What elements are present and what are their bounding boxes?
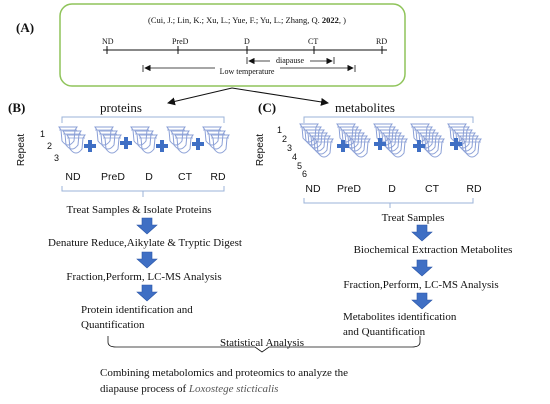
proteins-plus-3 <box>156 140 168 152</box>
metabolites-plus-2 <box>374 138 386 150</box>
metabolites-step-5: and Quantification <box>343 326 426 338</box>
panel-a-label: (A) <box>16 20 34 35</box>
proteins-arrow-2 <box>136 251 158 269</box>
statistical-analysis: Statistical Analysis <box>220 337 304 349</box>
metabolites-bottom-bracket <box>303 198 474 204</box>
metabolites-repeat-6: 6 <box>302 169 307 179</box>
metabolites-repeat-3: 3 <box>287 143 292 153</box>
combined-bracket <box>107 336 421 353</box>
citation: (Cui, J.; Lin, K.; Xu, L.; Yue, F.; Yu, … <box>148 15 346 25</box>
metabolites-step-3: Fraction,Perform, LC-MS Analysis <box>343 279 498 291</box>
proteins-tube-group-rd <box>202 126 230 154</box>
proteins-repeat-3: 3 <box>54 153 59 163</box>
metabolites-repeat-5: 5 <box>297 161 302 171</box>
proteins-step-1: Treat Samples & Isolate Proteins <box>66 204 211 216</box>
conclusion-line-1: Combining metabolomics and proteomics to… <box>100 367 348 379</box>
metabolites-plus-4 <box>450 138 462 150</box>
metabolites-sample-nd: ND <box>305 183 321 195</box>
timeline-label-nd: ND <box>102 37 114 46</box>
species-name: Loxostege sticticalis <box>188 383 279 395</box>
proteins-plus-1 <box>84 140 96 152</box>
proteins-step-2: Denature Reduce,Aikylate & Tryptic Diges… <box>48 237 242 249</box>
arrow-to-proteins <box>167 87 233 106</box>
proteins-sample-pred: PreD <box>101 171 125 183</box>
proteins-sample-ct: CT <box>178 171 193 183</box>
metabolites-step-4: Metabolites identification <box>343 311 457 323</box>
metabolites-plus-3 <box>413 140 425 152</box>
metabolites-tube-group-rd <box>447 123 482 158</box>
proteins-step-4: Protein identification and <box>81 304 193 316</box>
timeline-label-ct: CT <box>308 37 318 46</box>
metabolites-repeat-label: Repeat <box>255 134 266 166</box>
proteins-arrow-1 <box>136 217 158 235</box>
metabolites-bracket <box>303 116 474 123</box>
panel-a-box <box>59 3 406 87</box>
metabolites-sample-rd: RD <box>466 183 482 195</box>
timeline-label-rd: RD <box>376 37 387 46</box>
proteins-step-5: Quantification <box>81 319 145 331</box>
metabolites-step-2: Biochemical Extraction Metabolites <box>354 244 513 256</box>
proteins-arrow-3 <box>136 284 158 302</box>
metabolites-arrow-3 <box>411 292 433 310</box>
proteins-tube-group-ct <box>166 126 194 154</box>
proteins-repeat-2: 2 <box>47 141 52 151</box>
metabolites-repeat-2: 2 <box>282 134 287 144</box>
proteins-sample-rd: RD <box>210 171 226 183</box>
proteins-sample-nd: ND <box>65 171 81 183</box>
metabolites-sample-pred: PreD <box>337 183 361 195</box>
metabolites-tube-group-nd <box>299 123 334 158</box>
proteins-title: proteins <box>100 100 142 115</box>
metabolites-tube-group-ct <box>410 123 445 158</box>
proteins-sample-d: D <box>145 171 153 183</box>
panel-b-label: (B) <box>8 100 25 115</box>
metabolites-step-1: Treat Samples <box>382 212 445 224</box>
metabolites-title: metabolites <box>335 100 395 115</box>
proteins-repeat-label: Repeat <box>16 134 27 166</box>
proteins-tube-group-nd <box>58 126 86 154</box>
panel-c-label: (C) <box>258 100 276 115</box>
conclusion-line-2: diapause process of Loxostege sticticali… <box>100 383 278 395</box>
arrow-to-metabolites <box>231 87 329 106</box>
metabolites-arrow-1 <box>411 224 433 242</box>
proteins-tube-group-d <box>130 126 158 154</box>
timeline-label-pred: PreD <box>172 37 189 46</box>
proteins-plus-2 <box>120 137 132 149</box>
metabolites-sample-d: D <box>388 183 396 195</box>
diapause-label: diapause <box>276 56 304 65</box>
timeline-label-d: D <box>244 37 250 46</box>
proteins-tube-group-pred <box>94 126 122 154</box>
proteins-step-3: Fraction,Perform, LC-MS Analysis <box>66 271 221 283</box>
metabolites-repeat-1: 1 <box>277 125 282 135</box>
proteins-repeat-1: 1 <box>40 129 45 139</box>
metabolites-repeat-4: 4 <box>292 152 297 162</box>
metabolites-arrow-2 <box>411 259 433 277</box>
proteins-bottom-bracket <box>61 186 225 192</box>
metabolites-sample-ct: CT <box>425 183 440 195</box>
lowtemp-label: Low temperature <box>220 67 275 76</box>
proteins-bracket <box>61 116 225 123</box>
proteins-plus-4 <box>192 138 204 150</box>
